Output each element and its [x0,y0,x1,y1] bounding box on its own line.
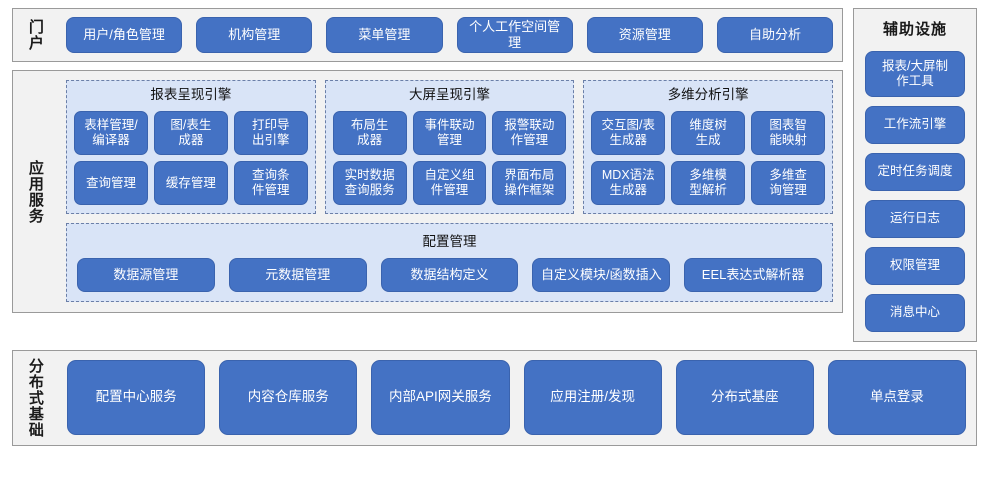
distributed-base-section: 分布式基础 配置中心服务 内容仓库服务 内部API网关服务 应用注册/发现 分布… [12,350,977,446]
portal-section-label: 门户 [26,19,44,51]
engine-item-custom-component-management[interactable]: 自定义组 件管理 [412,161,487,206]
aux-item-permission-management[interactable]: 权限管理 [865,247,965,285]
engine-item-layout-generator[interactable]: 布局生 成器 [332,111,407,156]
engine-large-screen-rendering: 大屏呈现引擎 布局生 成器 事件联动 管理 报警联动 作管理 实时数据 查询服务… [324,80,575,215]
config-item-data-structure-definition[interactable]: 数据结构定义 [380,258,519,293]
portal-item-org[interactable]: 机构管理 [196,17,313,53]
engine-item-realtime-data-query-service[interactable]: 实时数据 查询服务 [332,161,407,206]
config-item-eel-expression-parser[interactable]: EEL表达式解析器 [684,258,822,293]
engine-item-query-condition-management[interactable]: 查询条 件管理 [233,161,308,206]
engine-item-ui-layout-operation-framework[interactable]: 界面布局 操作框架 [492,161,567,206]
engine-multidimensional-analysis-grid: 交互图/表 生成器 维度树 生成 图表智 能映射 MDX语法 生成器 多维模 型… [591,111,826,206]
engine-item-cache-management[interactable]: 缓存管理 [153,161,228,206]
engine-large-screen-rendering-grid: 布局生 成器 事件联动 管理 报警联动 作管理 实时数据 查询服务 自定义组 件… [332,111,567,206]
engine-report-rendering-title: 报表呈现引擎 [150,87,232,102]
engine-item-alarm-linkage-action-management[interactable]: 报警联动 作管理 [492,111,567,156]
engine-item-chart-smart-mapping[interactable]: 图表智 能映射 [751,111,826,156]
engine-item-mdx-syntax-generator[interactable]: MDX语法 生成器 [591,161,666,206]
base-item-internal-api-gateway-service[interactable]: 内部API网关服务 [371,360,510,435]
distributed-base-section-label: 分布式基础 [26,358,44,438]
application-services-section: 应用服务 报表呈现引擎 表样管理/ 编译器 图/表生 成器 打印导 出引擎 查询… [12,70,843,314]
aux-item-report-screen-authoring-tool[interactable]: 报表/大屏制 作工具 [865,51,965,97]
engine-item-template-editor[interactable]: 表样管理/ 编译器 [74,111,148,156]
base-item-app-registration-discovery[interactable]: 应用注册/发现 [523,360,662,435]
distributed-base-body: 配置中心服务 内容仓库服务 内部API网关服务 应用注册/发现 分布式基座 单点… [57,351,976,445]
base-item-content-repository-service[interactable]: 内容仓库服务 [219,360,358,435]
portal-button-row: 用户/角色管理 机构管理 菜单管理 个人工作空间管理 资源管理 自助分析 [66,17,834,53]
engines-row: 报表呈现引擎 表样管理/ 编译器 图/表生 成器 打印导 出引擎 查询管理 缓存… [66,80,834,215]
portal-item-user-role[interactable]: 用户/角色管理 [66,17,183,53]
engine-multidimensional-analysis: 多维分析引擎 交互图/表 生成器 维度树 生成 图表智 能映射 MDX语法 生成… [583,80,834,215]
base-item-single-sign-on[interactable]: 单点登录 [827,360,967,435]
distributed-base-row: 配置中心服务 内容仓库服务 内部API网关服务 应用注册/发现 分布式基座 单点… [67,360,967,435]
engine-item-print-export-engine[interactable]: 打印导 出引擎 [233,111,308,156]
engine-item-dimension-tree-generation[interactable]: 维度树 生成 [671,111,746,156]
engine-multidimensional-analysis-title: 多维分析引擎 [667,87,749,102]
aux-item-message-center[interactable]: 消息中心 [865,294,965,332]
engine-large-screen-rendering-title: 大屏呈现引擎 [409,87,490,102]
portal-item-menu[interactable]: 菜单管理 [326,17,443,53]
portal-item-resource[interactable]: 资源管理 [586,17,703,53]
engine-item-chart-table-generator[interactable]: 图/表生 成器 [153,111,228,156]
application-services-section-label: 应用服务 [26,159,44,224]
engine-report-rendering: 报表呈现引擎 表样管理/ 编译器 图/表生 成器 打印导 出引擎 查询管理 缓存… [66,80,316,215]
application-services-body: 报表呈现引擎 表样管理/ 编译器 图/表生 成器 打印导 出引擎 查询管理 缓存… [57,71,842,312]
configuration-management-panel: 配置管理 数据源管理 元数据管理 数据结构定义 自定义模块/函数插入 EEL表达… [66,223,833,303]
engine-item-interactive-chart-generator[interactable]: 交互图/表 生成器 [591,111,666,156]
base-item-distributed-foundation[interactable]: 分布式基座 [675,360,814,435]
aux-item-scheduled-task-scheduling[interactable]: 定时任务调度 [865,153,965,191]
engine-item-multidimensional-model-parsing[interactable]: 多维模 型解析 [671,161,746,206]
base-item-config-center-service[interactable]: 配置中心服务 [67,360,206,435]
config-item-metadata-management[interactable]: 元数据管理 [228,258,367,293]
left-stack: 门户 用户/角色管理 机构管理 菜单管理 个人工作空间管理 资源管理 自助分析 … [12,8,843,342]
aux-item-workflow-engine[interactable]: 工作流引擎 [865,106,965,144]
portal-section-body: 用户/角色管理 机构管理 菜单管理 个人工作空间管理 资源管理 自助分析 [57,9,842,61]
engine-item-query-management[interactable]: 查询管理 [74,161,148,206]
aux-item-runtime-log[interactable]: 运行日志 [865,200,965,238]
auxiliary-facilities-panel: 辅助设施 报表/大屏制 作工具 工作流引擎 定时任务调度 运行日志 权限管理 消… [853,8,977,342]
config-item-datasource-management[interactable]: 数据源管理 [77,258,215,293]
config-item-custom-module-function-insert[interactable]: 自定义模块/函数插入 [532,258,671,293]
engine-item-multidimensional-query-management[interactable]: 多维查 询管理 [751,161,826,206]
top-area: 门户 用户/角色管理 机构管理 菜单管理 个人工作空间管理 资源管理 自助分析 … [12,8,977,342]
portal-item-self-analysis[interactable]: 自助分析 [716,17,834,53]
configuration-management-row: 数据源管理 元数据管理 数据结构定义 自定义模块/函数插入 EEL表达式解析器 [77,258,822,293]
portal-item-workspace[interactable]: 个人工作空间管理 [456,17,573,53]
auxiliary-facilities-title: 辅助设施 [882,21,947,38]
engine-item-event-linkage-management[interactable]: 事件联动 管理 [412,111,487,156]
engine-report-rendering-grid: 表样管理/ 编译器 图/表生 成器 打印导 出引擎 查询管理 缓存管理 查询条 … [74,111,308,206]
configuration-management-title: 配置管理 [422,234,477,250]
portal-section: 门户 用户/角色管理 机构管理 菜单管理 个人工作空间管理 资源管理 自助分析 [12,8,843,62]
